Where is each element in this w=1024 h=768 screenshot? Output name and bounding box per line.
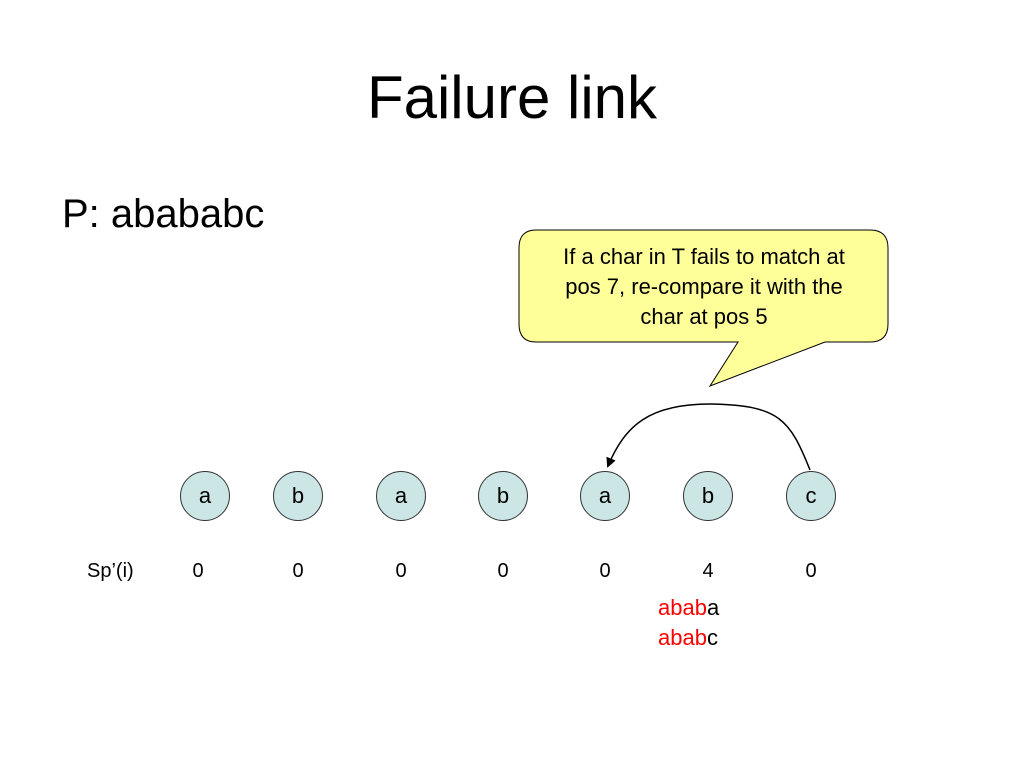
failure-link-arrow [606,403,811,471]
comparison-row-2: ababc [658,624,718,652]
pattern-node-4: b [478,471,528,521]
sp-value-3: 0 [395,560,407,582]
pattern-node-2: b [273,471,323,521]
sp-value-2: 0 [292,560,304,582]
callout-text: If a char in T fails to match at pos 7, … [528,242,880,332]
sp-value-1: 0 [192,560,204,582]
matched-prefix: abab [658,625,707,650]
sp-value-5: 0 [599,560,611,582]
sp-value-6: 4 [702,560,714,582]
sp-value-4: 0 [497,560,509,582]
pattern-node-7: c [786,471,836,521]
pattern-node-5: a [580,471,630,521]
callout-line-3: char at pos 5 [640,304,768,329]
speech-bubble [518,229,889,388]
callout-line-2: pos 7, re-compare it with the [565,274,843,299]
comparison-row-1: ababa [658,594,719,622]
pattern-node-6: b [683,471,733,521]
next-char: a [706,595,720,620]
next-char: c [706,625,718,650]
callout-line-1: If a char in T fails to match at [563,244,845,269]
pattern-label: P: abababc [62,192,265,236]
sp-value-7: 0 [805,560,817,582]
sp-label: Sp’(i) [87,560,134,582]
pattern-node-3: a [376,471,426,521]
slide-title: Failure link [366,64,658,131]
pattern-node-1: a [180,471,230,521]
matched-prefix: abab [658,595,707,620]
